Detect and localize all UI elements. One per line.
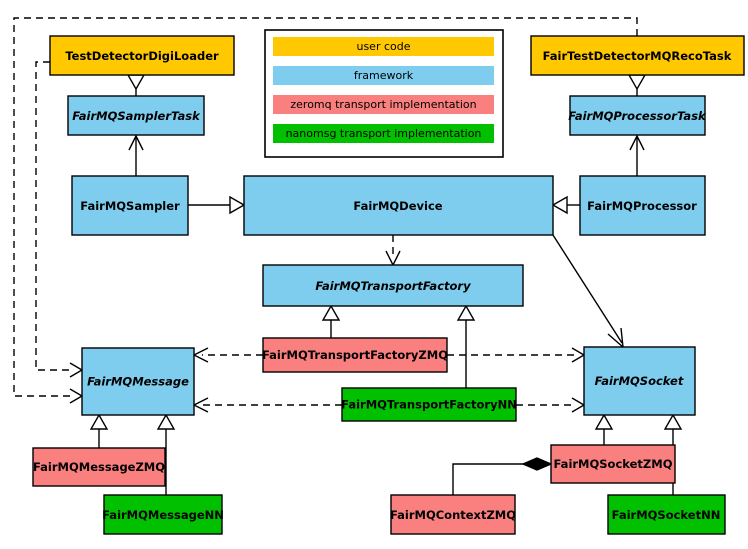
- arrowhead-sampler-to-device: [229, 195, 246, 215]
- node-fairtestdetectormqrecotask[interactable]: FairTestDetectorMQRecoTask: [530, 35, 745, 76]
- node-fairmqsocketzmq[interactable]: FairMQSocketZMQ: [550, 444, 676, 484]
- node-fairmqsamplertask[interactable]: FairMQSamplerTask: [67, 95, 205, 136]
- legend-item-framework: framework: [273, 66, 494, 85]
- arrowhead-processor-to-processortask: [629, 134, 645, 151]
- node-label-fairmqsamplertask: FairMQSamplerTask: [72, 109, 201, 123]
- arrowhead-tfnn-to-socket: [571, 397, 586, 413]
- node-label-fairmqmessagenn: FairMQMessageNN: [102, 508, 224, 522]
- legend-swatch-nanomsg: [273, 124, 494, 143]
- node-fairmqtransportfactory[interactable]: FairMQTransportFactory: [262, 264, 524, 307]
- node-label-fairmqtransportfactoryzmq: FairMQTransportFactoryZMQ: [262, 348, 448, 362]
- node-label-fairtestdetectormqrecotask: FairTestDetectorMQRecoTask: [543, 49, 732, 63]
- node-label-fairmqprocessor: FairMQProcessor: [587, 199, 697, 213]
- legend-item-user-code: user code: [273, 37, 494, 56]
- arrowhead-messagezmq-to-message: [89, 413, 109, 430]
- diamond-socketzmq-composition: [521, 457, 553, 471]
- arrowhead-device-to-socket: [607, 327, 624, 349]
- node-fairmqsampler[interactable]: FairMQSampler: [71, 175, 189, 236]
- legend-label-user-code: user code: [356, 40, 410, 53]
- node-fairmqmessagenn[interactable]: FairMQMessageNN: [102, 494, 224, 535]
- node-fairmqcontextzmq[interactable]: FairMQContextZMQ: [390, 494, 516, 535]
- arrowhead-tfnn-to-tf: [456, 304, 476, 321]
- legend-swatch-user-code: [273, 37, 494, 56]
- arrowhead-processor-to-device: [551, 195, 568, 215]
- arrowhead-socketzmq-to-socket: [594, 413, 614, 430]
- edge-device-to-socket: [552, 234, 623, 344]
- legend: user code framework zeromq transport imp…: [264, 29, 504, 158]
- node-label-fairmqcontextzmq: FairMQContextZMQ: [390, 508, 516, 522]
- node-label-fairmqsampler: FairMQSampler: [80, 199, 180, 213]
- node-fairmqtransportfactoryzmq[interactable]: FairMQTransportFactoryZMQ: [262, 337, 448, 373]
- node-label-fairmqdevice: FairMQDevice: [353, 199, 442, 213]
- arrowhead-messagenn-to-message: [156, 413, 176, 430]
- node-label-fairmqprocessortask: FairMQProcessorTask: [568, 109, 707, 123]
- arrowhead-processortask-to-recotask: [627, 74, 647, 91]
- node-fairmqmessagezmq[interactable]: FairMQMessageZMQ: [32, 447, 166, 487]
- node-fairmqtransportfactorynn[interactable]: FairMQTransportFactoryNN: [341, 387, 517, 422]
- node-fairmqprocessor[interactable]: FairMQProcessor: [579, 175, 706, 236]
- node-label-fairmqtransportfactorynn: FairMQTransportFactoryNN: [341, 398, 517, 412]
- arrowhead-tfzmq-to-message: [192, 347, 209, 363]
- legend-swatch-zeromq: [273, 95, 494, 114]
- legend-item-zeromq: zeromq transport implementation: [273, 95, 494, 114]
- node-label-fairmqtransportfactory: FairMQTransportFactory: [315, 279, 471, 293]
- arrowhead-digiloader-to-message: [69, 362, 84, 378]
- edge-digiloader-to-message: [35, 61, 74, 371]
- arrowhead-tfzmq-to-tf: [321, 304, 341, 321]
- legend-swatch-framework: [273, 66, 494, 85]
- edge-recotask-to-message: [13, 17, 638, 397]
- node-label-fairmqsocket: FairMQSocket: [595, 374, 684, 388]
- node-fairmqprocessortask[interactable]: FairMQProcessorTask: [568, 95, 707, 136]
- node-label-fairmqsocketzmq: FairMQSocketZMQ: [554, 457, 673, 471]
- node-label-fairmqsocketnn: FairMQSocketNN: [612, 508, 721, 522]
- node-label-fairmqmessage: FairMQMessage: [87, 375, 189, 389]
- node-layer: TestDetectorDigiLoader FairMQSamplerTask…: [32, 35, 745, 535]
- node-fairmqdevice[interactable]: FairMQDevice: [243, 175, 554, 236]
- legend-label-framework: framework: [354, 69, 414, 82]
- arrowhead-socketnn-to-socket: [663, 413, 683, 430]
- edge-socketzmq-to-contextzmq: [452, 463, 537, 495]
- node-fairmqsocketnn[interactable]: FairMQSocketNN: [607, 494, 726, 535]
- node-fairmqsocket[interactable]: FairMQSocket: [583, 346, 696, 416]
- node-label-fairmqmessagezmq: FairMQMessageZMQ: [33, 460, 165, 474]
- arrowhead-samplertask-to-digiloader: [126, 74, 146, 91]
- legend-item-nanomsg: nanomsg transport implementation: [273, 124, 494, 143]
- node-fairmqmessage[interactable]: FairMQMessage: [81, 347, 195, 416]
- arrowhead-recotask-to-message: [69, 388, 84, 404]
- arrowhead-sampler-to-samplertask: [128, 134, 144, 151]
- node-label-testdetectordigiloader: TestDetectorDigiLoader: [65, 49, 219, 63]
- legend-label-zeromq: zeromq transport implementation: [290, 98, 476, 111]
- node-testdetectordigiloader[interactable]: TestDetectorDigiLoader: [49, 35, 235, 76]
- legend-label-nanomsg: nanomsg transport implementation: [286, 127, 482, 140]
